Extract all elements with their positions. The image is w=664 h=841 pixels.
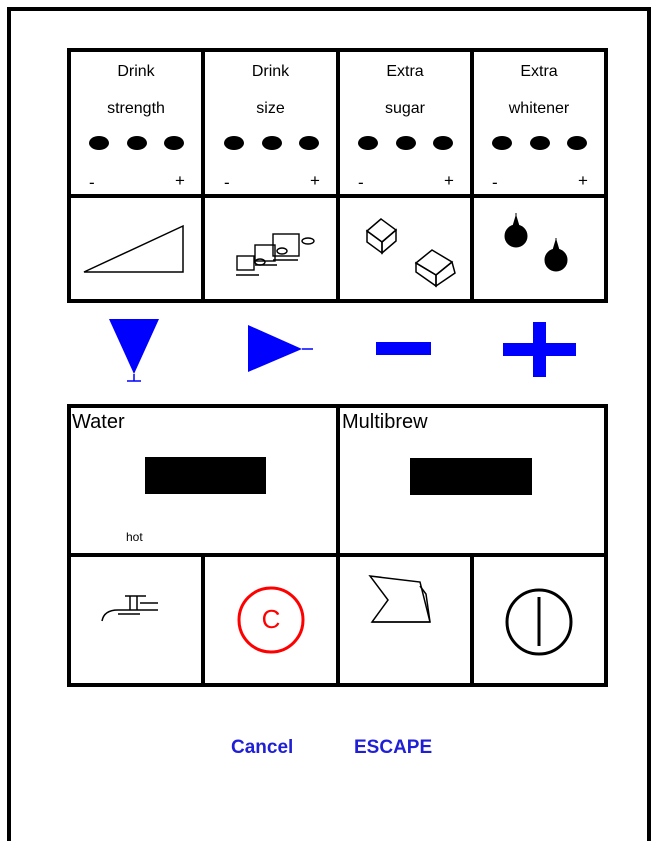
whitener-level-dot xyxy=(567,136,587,150)
selector-whitener-label-1: Extra xyxy=(520,63,558,80)
size-level-dot xyxy=(224,136,244,150)
selector-strength-label-1: Drink xyxy=(117,63,155,80)
water-temp-label: hot xyxy=(126,530,143,544)
whitener-plus-label: + xyxy=(578,171,588,190)
selector-sugar-label-2: sugar xyxy=(384,100,426,117)
sugar-level-dot xyxy=(433,136,453,150)
strength-level-dot xyxy=(127,136,147,150)
whitener-level-dot xyxy=(530,136,550,150)
sugar-plus-label: + xyxy=(444,171,454,190)
cancel-link[interactable]: Cancel xyxy=(231,737,294,758)
size-level-dot xyxy=(299,136,319,150)
size-minus-label: - xyxy=(224,173,230,192)
whitener-level-dot xyxy=(492,136,512,150)
water-display-label: Water xyxy=(72,411,125,433)
selector-size-label-1: Drink xyxy=(251,63,290,80)
strength-level-dot xyxy=(164,136,184,150)
size-plus-label: + xyxy=(310,171,320,190)
water-display-screen xyxy=(145,457,266,494)
multibrew-display-screen xyxy=(410,458,532,495)
clear-icon-letter: C xyxy=(261,604,281,634)
multibrew-display-label: Multibrew xyxy=(342,411,428,433)
selector-sugar-label-1: Extra xyxy=(386,63,424,80)
strength-level-dot xyxy=(89,136,109,150)
selector-whitener-label-2: whitener xyxy=(508,100,570,117)
strength-minus-label: - xyxy=(89,173,95,192)
selector-strength-label-2: strength xyxy=(107,100,165,117)
whitener-minus-label: - xyxy=(492,173,498,192)
sugar-level-dot xyxy=(358,136,378,150)
sugar-minus-label: - xyxy=(358,173,364,192)
size-level-dot xyxy=(262,136,282,150)
machine-panel-frame xyxy=(7,7,651,841)
strength-plus-label: + xyxy=(175,171,185,190)
escape-link[interactable]: ESCAPE xyxy=(354,737,433,758)
selector-size-label-2: size xyxy=(256,100,285,117)
sugar-level-dot xyxy=(396,136,416,150)
